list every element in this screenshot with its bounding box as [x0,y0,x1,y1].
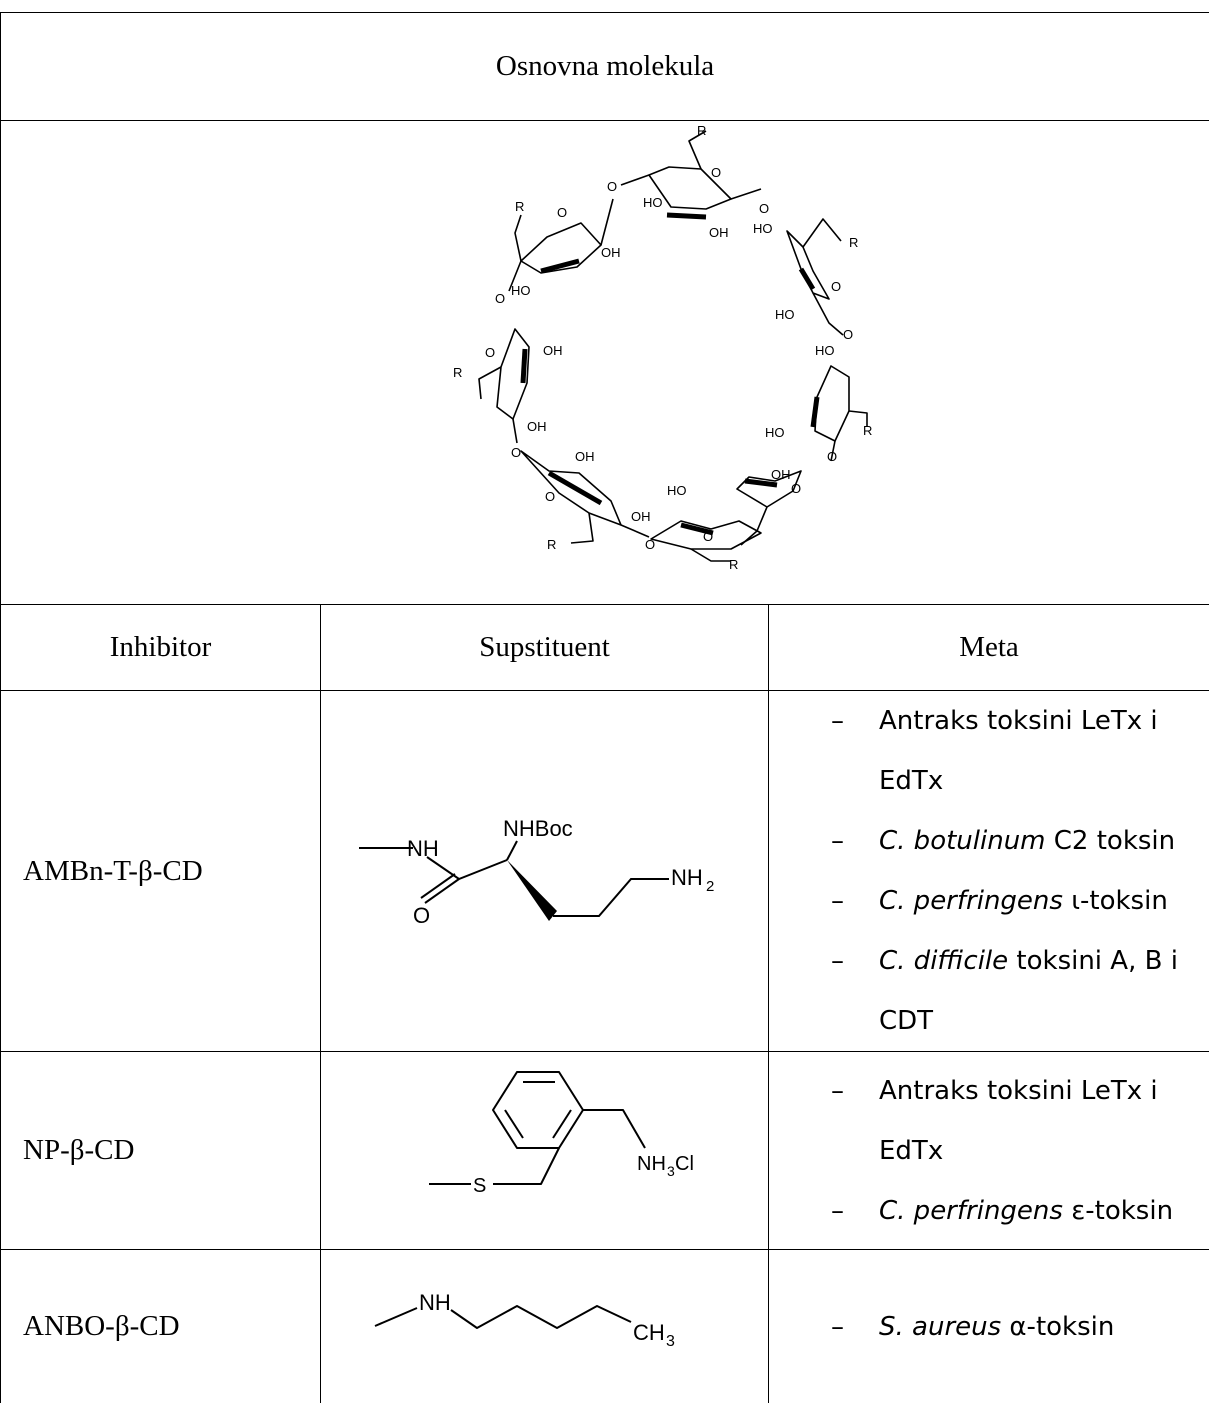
substituent-atom: 2 [706,878,714,895]
substituent-table: Osnovna molekula [0,12,1209,1403]
core-label: O [711,165,721,180]
core-label: R [729,557,738,572]
table-row: NP-β-CD S NH 3 Cl [1,1052,1209,1250]
core-label: O [511,445,521,460]
core-label: OH [527,419,547,434]
header-row: Osnovna molekula [1,13,1209,121]
core-label: R [697,123,706,138]
core-structure-row: R R R R R R R O O O O O O O O O O [1,121,1209,605]
table-row: AMBn-T-β-CD NH NHBoc NH 2 O [1,691,1209,1052]
substituent-structure-cell: NH CH 3 [321,1250,769,1403]
core-label: O [703,529,713,544]
core-label: OH [543,343,563,358]
substituent-atom: CH [633,1320,665,1345]
core-label: OH [709,225,729,240]
core-label: HO [667,483,687,498]
target-item: –Antraks toksini LeTx i EdTx [791,1061,1209,1181]
core-label: O [545,489,555,504]
core-label: HO [775,307,795,322]
core-label: O [607,179,617,194]
core-label: R [547,537,556,552]
core-label: OH [631,509,651,524]
substituent-atom: 3 [666,1333,675,1350]
core-label: OH [771,467,791,482]
core-label: O [831,279,841,294]
substituent-atom: 3 [667,1163,675,1179]
core-label: HO [753,221,773,236]
inhibitor-name: NP-β-CD [1,1052,321,1250]
target-item: –C. difficile toksini A, B i CDT [791,931,1209,1051]
target-cell: –Antraks toksini LeTx i EdTx –C. perfrin… [769,1052,1209,1250]
substituent-atom: NH [671,865,703,890]
target-list: –Antraks toksini LeTx i EdTx –C. botulin… [769,691,1209,1051]
core-label: O [557,205,567,220]
target-list: –Antraks toksini LeTx i EdTx –C. perfrin… [769,1061,1209,1241]
core-label: R [453,365,462,380]
core-structure-cell: R R R R R R R O O O O O O O O O O [1,121,1209,605]
core-label: HO [511,283,531,298]
target-list: –S. aureus α-toksin [769,1297,1209,1357]
target-item: –C. perfringens ε-toksin [791,1181,1209,1241]
core-label: OH [575,449,595,464]
inhibitor-name: ANBO-β-CD [1,1250,321,1403]
substituent-structure-cell: NH NHBoc NH 2 O [321,691,769,1052]
substituent-atom: NHBoc [503,816,573,841]
col-header-target: Meta [769,605,1209,691]
core-molecule-title: Osnovna molekula [1,13,1209,121]
core-label: O [843,327,853,342]
core-label: HO [643,195,663,210]
core-label: O [495,291,505,306]
core-label: OH [601,245,621,260]
substituent-atom: O [413,903,430,928]
core-label: R [849,235,858,250]
table-row: ANBO-β-CD NH CH 3 –S. aureus α-toksin [1,1250,1209,1403]
substituent-atom: S [473,1175,486,1197]
cyclodextrin-structure: R R R R R R R O O O O O O O O O O [1,121,1207,599]
target-cell: –Antraks toksini LeTx i EdTx –C. botulin… [769,691,1209,1052]
core-label: R [863,423,872,438]
core-label: O [791,481,801,496]
core-label: O [759,201,769,216]
core-label: HO [815,343,835,358]
core-label: HO [765,425,785,440]
core-label: O [645,537,655,552]
target-cell: –S. aureus α-toksin [769,1250,1209,1403]
target-item: –S. aureus α-toksin [791,1297,1209,1357]
target-item: –C. botulinum C2 toksin [791,811,1209,871]
substituent-structure: S NH 3 Cl [321,1052,767,1244]
substituent-atom: NH [637,1153,666,1175]
substituent-structure-cell: S NH 3 Cl [321,1052,769,1250]
col-header-inhibitor: Inhibitor [1,605,321,691]
core-label: O [827,449,837,464]
col-header-substituent: Supstituent [321,605,769,691]
target-item: –C. perfringens ι-toksin [791,871,1209,931]
column-header-row: Inhibitor Supstituent Meta [1,605,1209,691]
substituent-structure: NH CH 3 [321,1250,767,1398]
substituent-atom: Cl [675,1153,694,1175]
inhibitor-name: AMBn-T-β-CD [1,691,321,1052]
core-label: O [485,345,495,360]
substituent-atom: NH [407,836,439,861]
target-item: –Antraks toksini LeTx i EdTx [791,691,1209,811]
substituent-structure: NH NHBoc NH 2 O [321,705,767,1033]
core-label: R [515,199,524,214]
substituent-atom: NH [419,1290,451,1315]
